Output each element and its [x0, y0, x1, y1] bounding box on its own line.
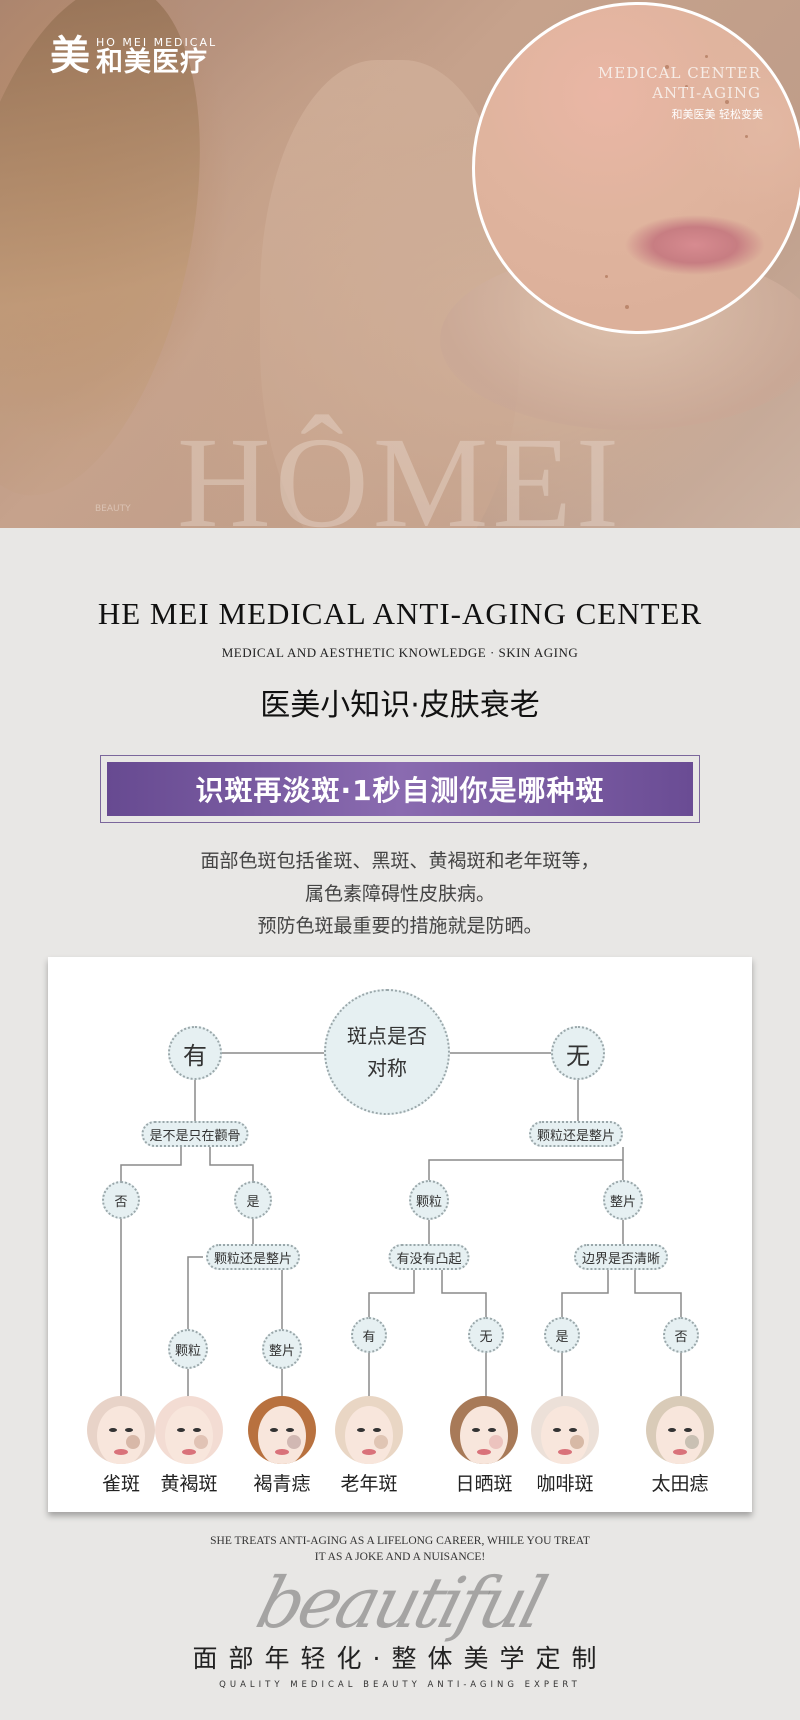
- result-label: 褐青痣: [253, 1473, 311, 1495]
- title-english: HE MEI MEDICAL ANTI-AGING CENTER: [97, 596, 703, 631]
- subtitle-english: MEDICAL AND AESTHETIC KNOWLEDGE · SKIN A…: [221, 645, 579, 660]
- face-illustration-5: [450, 1396, 518, 1464]
- circle-caption-2: ANTI-AGING: [652, 84, 761, 102]
- freckle: [665, 65, 669, 69]
- node-raised-no: 无: [468, 1317, 504, 1353]
- quiz-banner: 识斑再淡斑·1秒自测你是哪种斑: [100, 755, 700, 823]
- face-illustration-1: [87, 1396, 155, 1464]
- question-raised: 有没有凸起: [388, 1244, 470, 1270]
- question-cheekbone-only: 是不是只在颧骨: [141, 1121, 249, 1147]
- watermark-sub: BEAUTY: [95, 504, 131, 514]
- node-raised-yes: 有: [351, 1317, 387, 1353]
- node-patch-left: 整片: [262, 1329, 302, 1369]
- beautiful-script: beautiful: [248, 1562, 552, 1644]
- decision-tree-card: 斑点是否 对称 有 无 是不是只在颧骨 颗粒还是整片 否 是 颗粒还是整片 颗粒…: [48, 957, 752, 1512]
- banner-text: 识斑再淡斑·1秒自测你是哪种斑: [107, 762, 693, 816]
- result-label: 雀斑: [101, 1473, 141, 1495]
- face-illustration-4: [335, 1396, 403, 1464]
- result-label: 日晒斑: [455, 1473, 513, 1495]
- title-chinese: 医美小知识·皮肤衰老: [260, 688, 540, 723]
- node-no: 无: [551, 1026, 605, 1080]
- circle-caption-3: 和美医美 轻松变美: [671, 108, 764, 121]
- face-illustration-6: [531, 1396, 599, 1464]
- node-border-yes: 是: [544, 1317, 580, 1353]
- freckle: [685, 85, 688, 88]
- face-illustration-7: [646, 1396, 714, 1464]
- root-node-symmetric: 斑点是否 对称: [324, 989, 450, 1115]
- intro-line-3: 预防色斑最重要的措施就是防晒。: [257, 915, 543, 937]
- hero-photo: 美 HO MEI MEDICAL 和美医疗 MEDICAL CENTER ANT…: [0, 0, 800, 528]
- result-label: 黄褐斑: [160, 1473, 218, 1495]
- face-illustration-2: [155, 1396, 223, 1464]
- freckle: [745, 135, 748, 138]
- node-granular-left: 颗粒: [168, 1329, 208, 1369]
- brand-logo: 美 HO MEI MEDICAL 和美医疗: [50, 36, 217, 76]
- quote-line-2: IT AS A JOKE AND A NUISANCE!: [314, 1551, 486, 1563]
- result-label: 太田痣: [651, 1473, 709, 1495]
- node-granular-right: 颗粒: [409, 1180, 449, 1220]
- logo-chinese: 和美医疗: [96, 47, 208, 78]
- node-left-yes: 是: [234, 1181, 272, 1219]
- result-label: 咖啡斑: [536, 1473, 594, 1495]
- node-patch-right: 整片: [603, 1180, 643, 1220]
- result-label: 老年斑: [340, 1473, 398, 1495]
- node-yes: 有: [168, 1026, 222, 1080]
- node-border-no: 否: [663, 1317, 699, 1353]
- question-granular-or-patch-2: 颗粒还是整片: [205, 1244, 301, 1270]
- freckle: [625, 305, 629, 309]
- node-left-no: 否: [102, 1181, 140, 1219]
- quote-line-1: SHE TREATS ANTI-AGING AS A LIFELONG CARE…: [210, 1535, 590, 1547]
- freckle: [725, 100, 729, 104]
- intro-line-2: 属色素障碍性皮肤病。: [304, 883, 495, 905]
- root-line-2: 对称: [367, 1056, 407, 1080]
- intro-line-1: 面部色斑包括雀斑、黑斑、黄褐斑和老年斑等，: [200, 850, 600, 872]
- question-clear-border: 边界是否清晰: [573, 1244, 669, 1270]
- circle-caption-1: MEDICAL CENTER: [597, 64, 761, 82]
- slogan-english: QUALITY MEDICAL BEAUTY ANTI-AGING EXPERT: [219, 1680, 581, 1690]
- root-line-1: 斑点是否: [347, 1024, 427, 1048]
- face-illustration-3: [248, 1396, 316, 1464]
- logo-mark-icon: 美: [50, 33, 90, 79]
- slogan: 面部年轻化·整体美学定制: [192, 1644, 608, 1673]
- homei-watermark: HÔMEI: [176, 411, 624, 528]
- freckle: [605, 275, 608, 278]
- logo-english: HO MEI MEDICAL: [96, 36, 218, 49]
- freckle: [705, 55, 708, 58]
- skin-closeup-circle: MEDICAL CENTER ANTI-AGING 和美医美 轻松变美: [472, 2, 800, 334]
- question-granular-or-patch: 颗粒还是整片: [528, 1121, 624, 1147]
